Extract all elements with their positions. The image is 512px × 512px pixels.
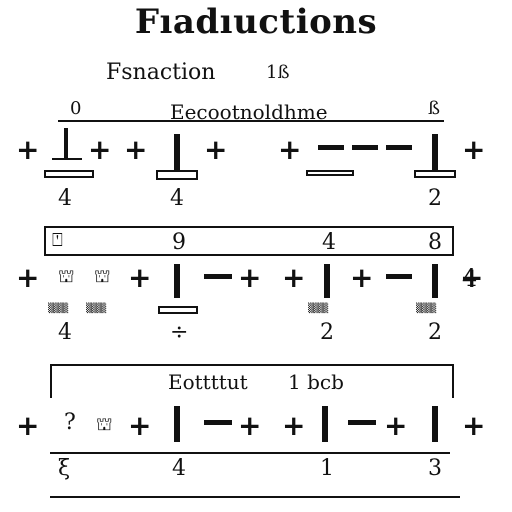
row2-small-text-2: ▒▒▒▒ (86, 304, 106, 314)
row2-plus-6: + (460, 261, 484, 294)
row1-underbox-3 (306, 170, 354, 176)
row3-plus-6: + (462, 409, 486, 442)
row2-header-glyph: ⍞ (52, 230, 63, 251)
row2-plus-3: + (238, 261, 262, 294)
row1-dash-1 (318, 145, 344, 150)
row3-question-mark: ? (64, 410, 76, 435)
row3-bottom-number-1: ξ (58, 456, 71, 481)
row1-underbox-1 (44, 170, 94, 178)
row2-small-text-4: ▒▒▒▒ (416, 304, 436, 314)
row1-bar-2 (174, 134, 180, 172)
row3-label-number: 1 bcb (288, 370, 344, 394)
row1-plus-3: + (124, 133, 148, 166)
row3-mid-rule (50, 452, 450, 454)
row2-bar-2 (324, 264, 330, 298)
row1-plus-5: + (278, 133, 302, 166)
row2-small-text-1: ▒▒▒▒ (48, 304, 68, 314)
row1-bottom-number-1: 4 (58, 186, 72, 211)
row2-small-text-3: ▒▒▒▒ (308, 304, 328, 314)
row3-header-box (50, 364, 454, 398)
row1-underbox-4 (414, 170, 456, 178)
row1-top-left-number: 0 (70, 98, 82, 119)
row2-bottom-number-3: 2 (428, 320, 442, 345)
row2-dash-2 (386, 274, 412, 279)
row1-plus-1: + (16, 133, 40, 166)
row1-dash-2 (352, 145, 378, 150)
row1-bottom-number-3: 2 (428, 186, 442, 211)
row2-plus-1: + (16, 261, 40, 294)
row2-bar-1 (174, 264, 180, 298)
row1-plus-6: + (462, 133, 486, 166)
row3-plus-2: + (128, 409, 152, 442)
row3-plus-3: + (238, 409, 262, 442)
row2-bottom-number-2: 2 (320, 320, 334, 345)
row2-bar-3 (432, 264, 438, 298)
row2-right-number: 4 (462, 264, 478, 292)
row1-bar-1 (64, 128, 68, 160)
row3-bar-1 (174, 406, 180, 442)
row2-plus-5: + (350, 261, 374, 294)
row3-plus-1: + (16, 409, 40, 442)
row3-bottom-number-4: 3 (428, 456, 442, 481)
row3-glyph-1: ⛫ (96, 414, 113, 435)
row2-header-number-1: 9 (172, 230, 186, 255)
row2-bottom-fraction: ÷ (170, 320, 189, 345)
row2-underbox-1 (158, 306, 198, 314)
row1-dash-3 (386, 145, 412, 150)
row3-label: Eottttut (168, 370, 248, 394)
row1-tick-1 (52, 158, 82, 160)
row2-plus-4: + (282, 261, 306, 294)
row3-bar-3 (432, 406, 438, 442)
row2-dash-1 (204, 274, 232, 279)
row1-bottom-number-2: 4 (170, 186, 184, 211)
row1-underbox-2 (156, 170, 198, 180)
row1-plus-4: + (204, 133, 228, 166)
row1-top-right-number: ß (428, 98, 441, 119)
page-title: Fıadıuctions (134, 2, 378, 42)
section-subtitle: Fsnaction (106, 60, 216, 85)
row3-dash-1 (204, 420, 232, 425)
row1-top-rule (58, 120, 444, 122)
row3-plus-5: + (384, 409, 408, 442)
row2-glyph-2: ⛫ (94, 266, 111, 287)
row3-plus-4: + (282, 409, 306, 442)
row3-bottom-number-2: 4 (172, 456, 186, 481)
row2-header-number-3: 8 (428, 230, 442, 255)
row3-dash-2 (348, 420, 376, 425)
row3-bottom-rule (50, 496, 460, 498)
section-subtitle-number: 1ß (266, 62, 290, 83)
row2-bottom-number-1: 4 (58, 320, 72, 345)
row2-header-box (44, 226, 454, 256)
row2-glyph-1: ⛫ (58, 266, 75, 287)
row1-plus-2: + (88, 133, 112, 166)
row3-bar-2 (322, 406, 328, 442)
row2-plus-2: + (128, 261, 152, 294)
row2-header-number-2: 4 (322, 230, 336, 255)
row1-bar-3 (432, 134, 438, 170)
row3-bottom-number-3: 1 (320, 456, 334, 481)
